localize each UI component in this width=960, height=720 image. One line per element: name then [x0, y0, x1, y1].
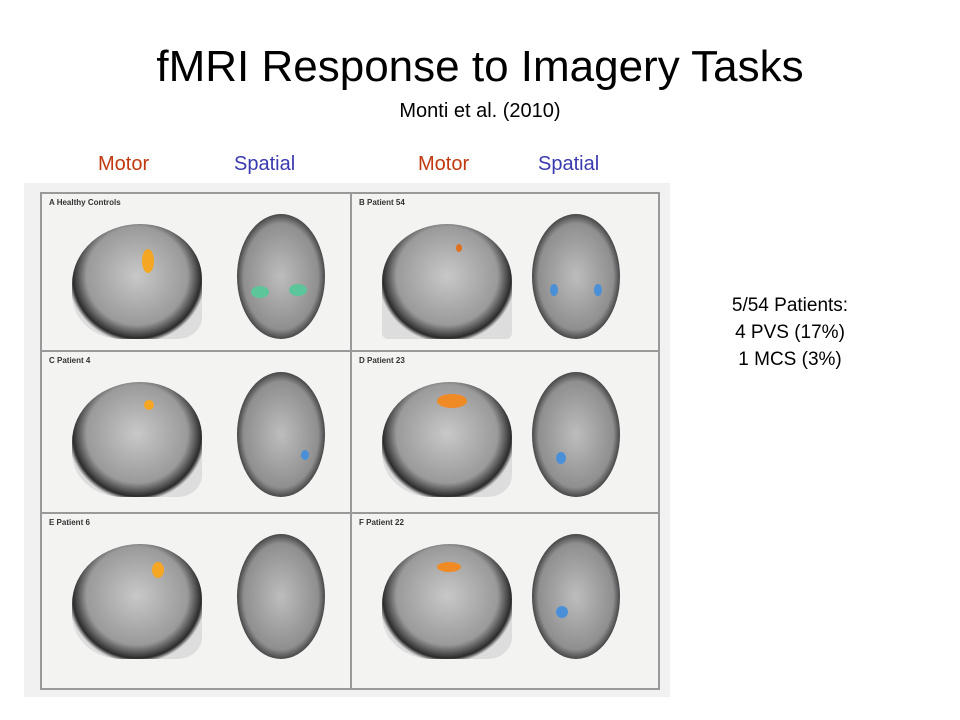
summary-line: 5/54 Patients:	[731, 295, 849, 316]
spatial-activation	[594, 284, 602, 296]
column-label-spatial: Spatial	[234, 153, 296, 175]
panel-label: F Patient 22	[359, 518, 404, 527]
axial-brain	[237, 534, 325, 659]
panel-f: F Patient 22	[351, 513, 659, 689]
axial-brain	[237, 214, 325, 339]
panel-b: B Patient 54	[351, 193, 659, 351]
panel-e: E Patient 6	[41, 513, 351, 689]
motor-activation	[456, 244, 462, 252]
panel-label: A Healthy Controls	[49, 198, 121, 207]
summary-line: 1 MCS (3%)	[738, 349, 842, 370]
panel-label: E Patient 6	[49, 518, 90, 527]
spatial-activation	[301, 450, 309, 460]
spatial-activation	[251, 286, 269, 298]
spatial-activation	[556, 452, 566, 464]
panel-label: B Patient 54	[359, 198, 405, 207]
patient-summary: 5/54 Patients: 4 PVS (17%) 1 MCS (3%)	[690, 292, 890, 373]
sagittal-brain	[382, 544, 512, 659]
spatial-activation	[550, 284, 558, 296]
column-label-motor: Motor	[98, 153, 150, 175]
axial-brain	[532, 372, 620, 497]
column-label-spatial: Spatial	[538, 153, 600, 175]
sagittal-brain	[72, 544, 202, 659]
panel-label: D Patient 23	[359, 356, 405, 365]
sagittal-brain	[72, 224, 202, 339]
figure-grid: A Healthy Controls B Patient 54 C Patien…	[40, 192, 660, 690]
motor-activation	[144, 400, 154, 410]
axial-brain	[532, 214, 620, 339]
motor-activation	[437, 562, 461, 572]
fmri-figure: A Healthy Controls B Patient 54 C Patien…	[24, 183, 670, 697]
motor-activation	[437, 394, 467, 408]
panel-c: C Patient 4	[41, 351, 351, 513]
panel-a: A Healthy Controls	[41, 193, 351, 351]
spatial-activation	[556, 606, 568, 618]
motor-activation	[152, 562, 164, 578]
axial-brain	[532, 534, 620, 659]
summary-line: 4 PVS (17%)	[735, 322, 845, 343]
motor-activation	[142, 249, 154, 273]
sagittal-brain	[382, 382, 512, 497]
sagittal-brain	[72, 382, 202, 497]
axial-brain	[237, 372, 325, 497]
sagittal-brain	[382, 224, 512, 339]
slide-title: fMRI Response to Imagery Tasks	[156, 42, 804, 91]
column-label-motor: Motor	[418, 153, 470, 175]
slide-subtitle: Monti et al. (2010)	[399, 100, 561, 122]
panel-label: C Patient 4	[49, 356, 91, 365]
spatial-activation	[289, 284, 307, 296]
panel-d: D Patient 23	[351, 351, 659, 513]
